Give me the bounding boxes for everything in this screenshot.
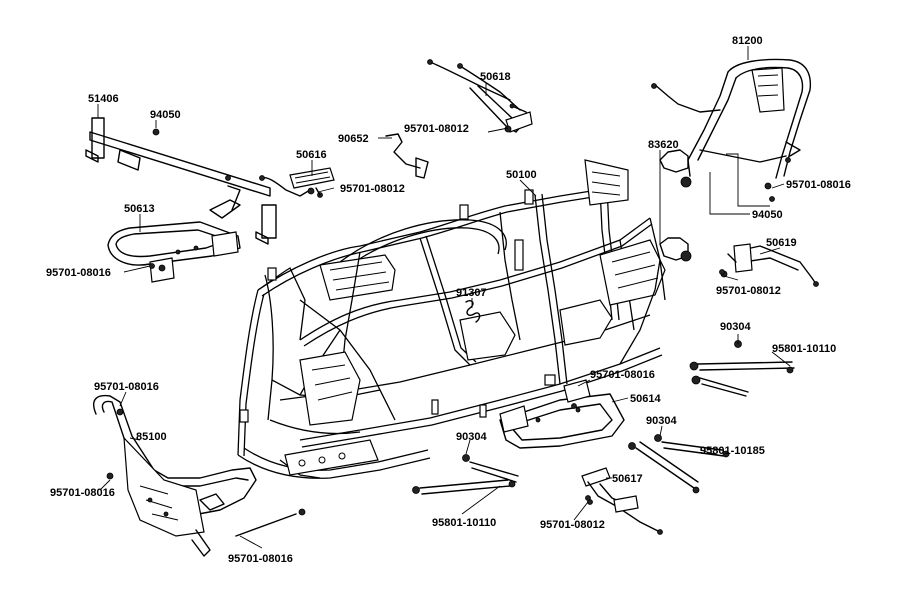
main-frame bbox=[237, 159, 666, 479]
part-81200-carrier bbox=[651, 58, 812, 179]
label-95701-08012-bottom: 95701-08012 bbox=[540, 519, 605, 531]
label-90652: 90652 bbox=[338, 133, 369, 145]
label-91307: 91307 bbox=[456, 287, 487, 299]
part-83620-nuts bbox=[659, 149, 692, 262]
part-95801-10110-bolts-bottom bbox=[412, 454, 519, 495]
part-90652-clip bbox=[385, 133, 429, 179]
label-50614: 50614 bbox=[630, 393, 661, 405]
label-95701-08016-left: 95701-08016 bbox=[46, 267, 111, 279]
label-83620: 83620 bbox=[648, 139, 679, 151]
label-95801-10185: 95801-10185 bbox=[700, 445, 765, 457]
label-95701-08016-bottom: 95701-08016 bbox=[228, 553, 293, 565]
label-95701-08016-bumper-bottom: 95701-08016 bbox=[50, 487, 115, 499]
part-number-labels: 81200 50618 51406 94050 90652 95701-0801… bbox=[46, 35, 851, 565]
label-95801-10110-bottom: 95801-10110 bbox=[432, 517, 496, 529]
label-90304-mid: 90304 bbox=[646, 415, 677, 427]
part-50616-bracket bbox=[259, 167, 335, 198]
label-85100: 85100 bbox=[136, 431, 167, 443]
label-90304-bottom: 90304 bbox=[456, 431, 487, 443]
label-95701-08012-mid: 95701-08012 bbox=[340, 183, 405, 195]
fasteners bbox=[106, 125, 775, 537]
label-94050-left: 94050 bbox=[150, 109, 181, 121]
label-95701-08012-right: 95701-08012 bbox=[716, 285, 781, 297]
label-50617: 50617 bbox=[612, 473, 643, 485]
part-50619-bracket bbox=[720, 243, 819, 287]
label-81200: 81200 bbox=[732, 35, 763, 47]
label-94050-right: 94050 bbox=[752, 209, 783, 221]
label-95701-08012-top: 95701-08012 bbox=[404, 123, 469, 135]
part-51406-bracket bbox=[85, 117, 277, 245]
label-95701-08016-footrest: 95701-08016 bbox=[590, 369, 655, 381]
part-50618-bracket bbox=[427, 59, 533, 133]
label-95701-08016-rightupper: 95701-08016 bbox=[786, 179, 851, 191]
label-50619: 50619 bbox=[766, 237, 797, 249]
label-95801-10110-right: 95801-10110 bbox=[772, 343, 836, 355]
label-50100: 50100 bbox=[506, 169, 537, 181]
part-50614-footrest bbox=[499, 379, 625, 449]
part-85100-bumper bbox=[92, 394, 257, 557]
label-51406: 51406 bbox=[88, 93, 119, 105]
part-50613-footrest bbox=[107, 221, 241, 283]
label-50616: 50616 bbox=[296, 149, 327, 161]
part-95801-10110-bolts-right bbox=[689, 340, 795, 397]
part-95801-10185-bolts bbox=[628, 434, 730, 494]
label-90304-right: 90304 bbox=[720, 321, 751, 333]
label-95701-08016-bumper-top: 95701-08016 bbox=[94, 381, 159, 393]
label-50618: 50618 bbox=[480, 71, 511, 83]
part-50617-bracket bbox=[581, 467, 663, 535]
label-50613: 50613 bbox=[124, 203, 155, 215]
leader-lines bbox=[97, 46, 791, 549]
